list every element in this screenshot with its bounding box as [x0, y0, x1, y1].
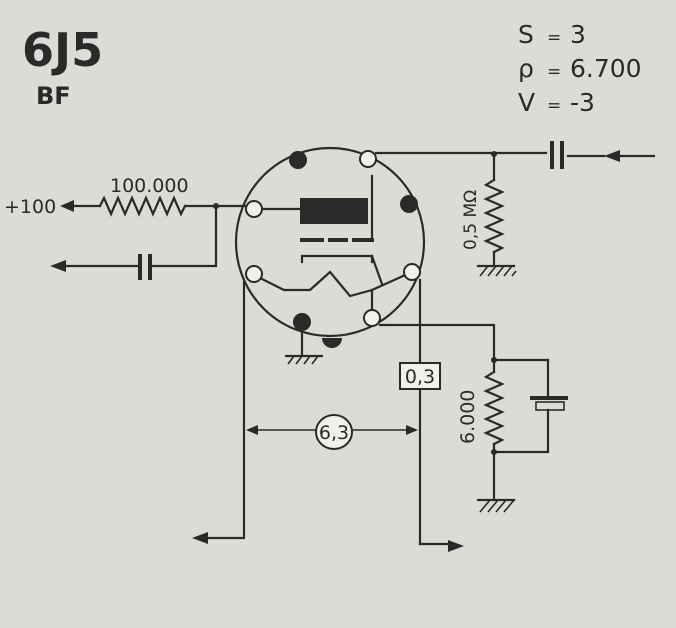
input-arrow-icon: [604, 150, 620, 162]
tube-subtitle: BF: [36, 82, 71, 110]
tube-symbol: [234, 146, 426, 365]
heater-current-label: 0,3: [405, 366, 435, 388]
dim-arrow-right-icon: [406, 425, 418, 435]
ground-grid-icon: [479, 265, 517, 277]
heater-voltage-label: 6,3: [319, 422, 349, 444]
heater-arrow-left-icon: [192, 532, 208, 544]
tube-envelope: [234, 146, 426, 338]
bypass-capacitor-plate-2: [535, 401, 565, 411]
heater-voltage-circle: [315, 414, 353, 450]
pin-plate: [245, 200, 263, 218]
plate-resistor-label: 100.000: [110, 175, 189, 197]
heater-supply: 0,3 6,3: [192, 278, 464, 552]
param-s-name: S: [518, 20, 534, 49]
input-line: 0,5 MΩ: [374, 141, 656, 277]
pin-shell: [293, 313, 311, 331]
grid-resistor-label: 0,5 MΩ: [461, 190, 481, 250]
pin-cathode: [363, 309, 381, 327]
grid-resistor-zigzag: [483, 178, 505, 254]
param-v-name: V: [518, 88, 535, 117]
tube-type-title: 6J5: [22, 23, 103, 77]
ground-cathode-icon: [479, 499, 515, 513]
output-arrow-icon: [50, 260, 66, 272]
param-s-sep: =: [547, 28, 561, 48]
cathode-resistor-label: 6.000: [457, 390, 479, 444]
cathode-junction-dot-bottom: [491, 449, 497, 455]
cathode-circuit: 6.000: [378, 323, 568, 513]
cathode-resistor-zigzag: [483, 370, 505, 446]
tube-key: [322, 338, 342, 348]
heater-current-box: [399, 362, 441, 390]
output-capacitor-icon: [138, 254, 152, 280]
pin-heater-2: [403, 263, 421, 281]
heater-arrow-right-icon: [448, 540, 464, 552]
pin-heater-1: [245, 265, 263, 283]
anode-plate: [300, 198, 368, 224]
param-v-sep: =: [547, 96, 561, 116]
param-v-value: -3: [570, 88, 595, 117]
output-coupling: [50, 204, 218, 280]
supply-arrow-icon: [60, 200, 74, 212]
input-capacitor-icon: [550, 141, 564, 169]
supply-label: +100: [4, 196, 56, 218]
heater-filament: [254, 270, 414, 298]
ground-shell-icon: [287, 355, 319, 365]
dim-arrow-left-icon: [246, 425, 258, 435]
pin-1: [289, 151, 307, 169]
pin-top-grid: [359, 150, 377, 168]
pin-nc: [400, 195, 418, 213]
tube-parameters: S = 3 ρ = 6.700 V = -3: [518, 20, 642, 117]
plate-resistor-zigzag: [98, 195, 187, 217]
param-rho-sep: =: [547, 62, 561, 82]
param-s-value: 3: [570, 20, 586, 49]
cathode: [300, 254, 374, 264]
param-rho-value: 6.700: [570, 54, 642, 83]
param-rho-name: ρ: [518, 54, 534, 83]
